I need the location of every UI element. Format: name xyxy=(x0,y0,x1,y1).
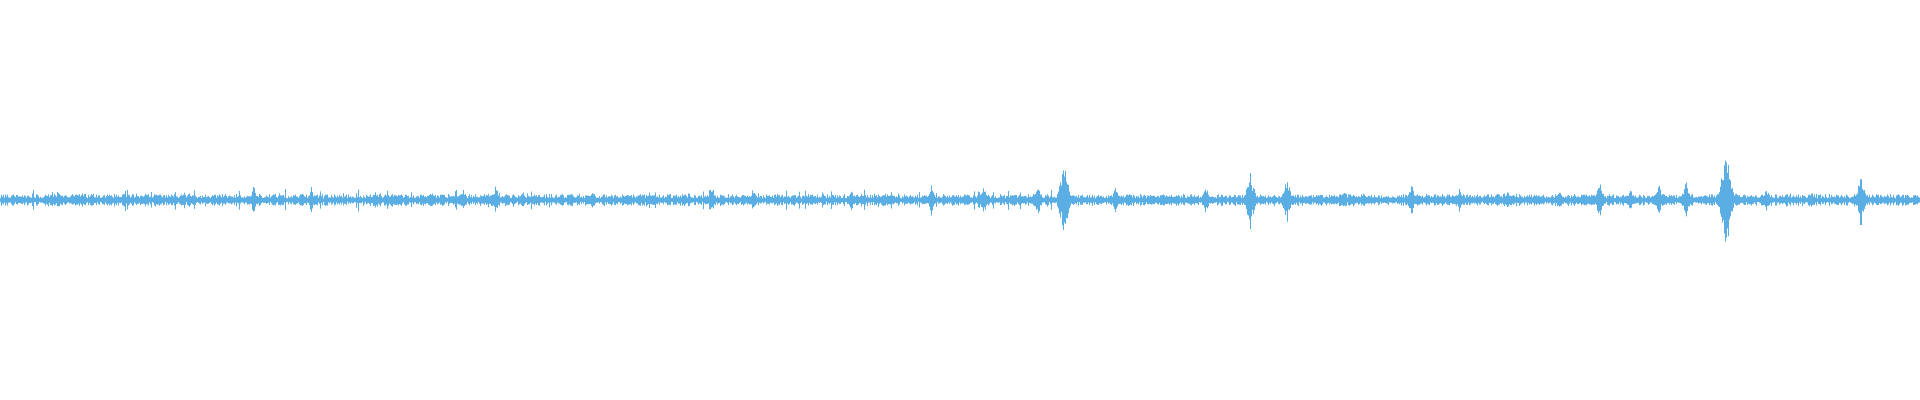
waveform-path xyxy=(0,160,1920,242)
waveform-trace xyxy=(0,160,1920,242)
